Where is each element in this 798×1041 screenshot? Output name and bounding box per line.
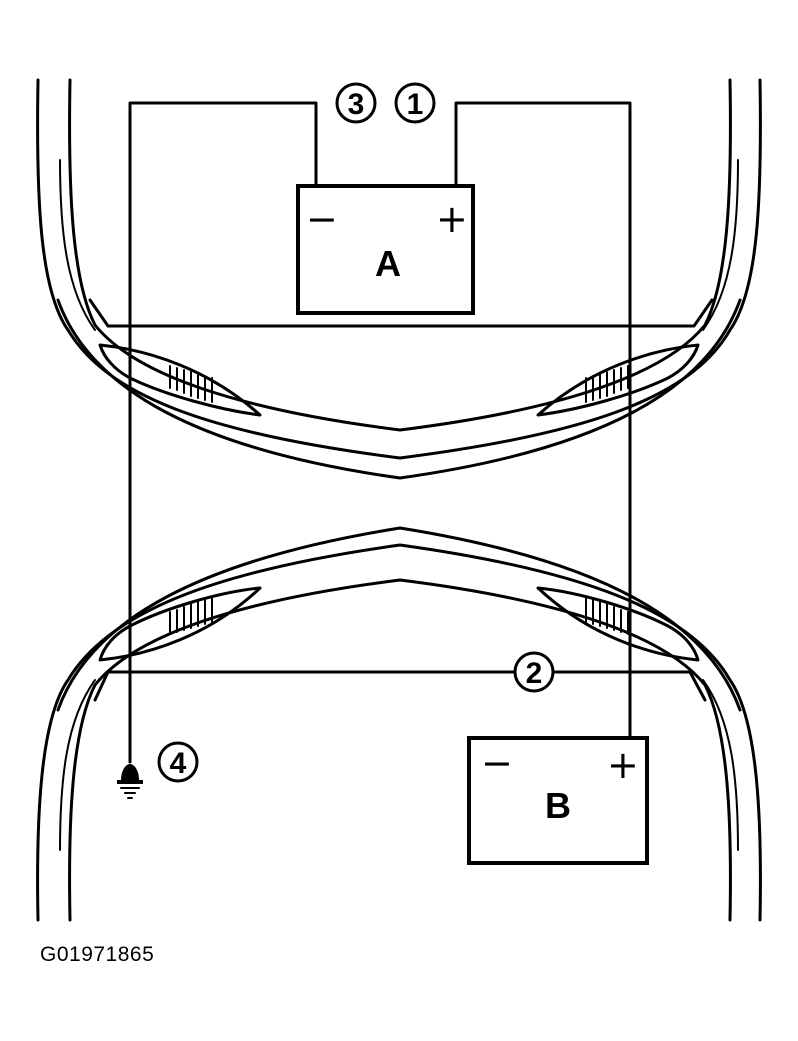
jumper-cables [128,101,632,764]
svg-text:3: 3 [348,88,365,121]
battery-a-negative: − [306,197,338,241]
callout-3: 3 [335,82,377,124]
cable-positive [454,101,632,740]
battery-b: − + B [467,736,649,865]
bottom-vehicle [36,526,762,922]
headlight-right-lower [536,586,700,662]
cable-negative [128,101,318,764]
callout-2: 2 [513,651,555,693]
figure-code: G01971865 [40,943,155,966]
headlight-right [536,343,700,417]
ground-symbol-icon [117,764,143,799]
battery-b-negative: − [481,741,513,785]
battery-a-label: A [375,243,401,284]
svg-text:2: 2 [526,657,543,690]
battery-b-positive: + [607,743,639,787]
headlight-left-lower [98,586,262,662]
battery-a: − + A [296,184,475,315]
battery-b-label: B [545,785,571,826]
headlight-left [98,343,262,417]
battery-a-positive: + [436,197,468,241]
top-vehicle [36,78,762,480]
svg-text:4: 4 [170,747,187,780]
callout-4: 4 [157,741,199,783]
svg-text:1: 1 [407,88,424,121]
callout-1: 1 [394,82,436,124]
